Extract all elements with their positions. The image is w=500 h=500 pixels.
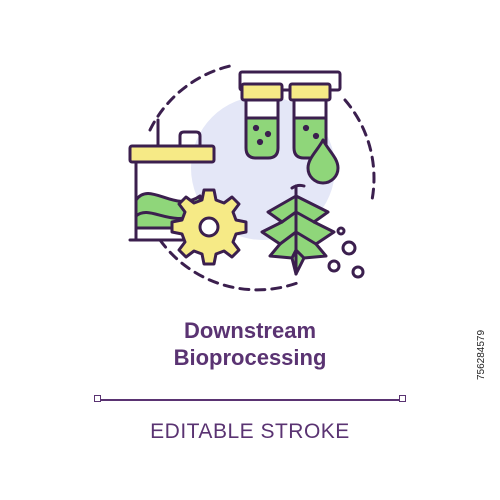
hop-cone-icon bbox=[260, 183, 336, 276]
droplet-icon bbox=[306, 138, 340, 185]
title-line-1: Downstream bbox=[183, 318, 317, 343]
filter-cartridges-icon bbox=[238, 70, 342, 160]
gear-icon bbox=[170, 188, 248, 266]
editable-stroke-line bbox=[98, 399, 402, 401]
stroke-handle-right bbox=[399, 395, 406, 402]
bubbles-icon bbox=[327, 226, 365, 279]
stroke-handle-left bbox=[94, 395, 101, 402]
stock-id: 756284579 bbox=[476, 329, 487, 380]
dashed-ring-top bbox=[148, 64, 232, 132]
dashed-ring-right bbox=[343, 98, 376, 202]
editable-stroke-caption: EDITABLE STROKE bbox=[150, 420, 350, 443]
dashed-ring-bottom bbox=[158, 238, 302, 292]
title-line-2: Bioprocessing bbox=[173, 345, 327, 370]
